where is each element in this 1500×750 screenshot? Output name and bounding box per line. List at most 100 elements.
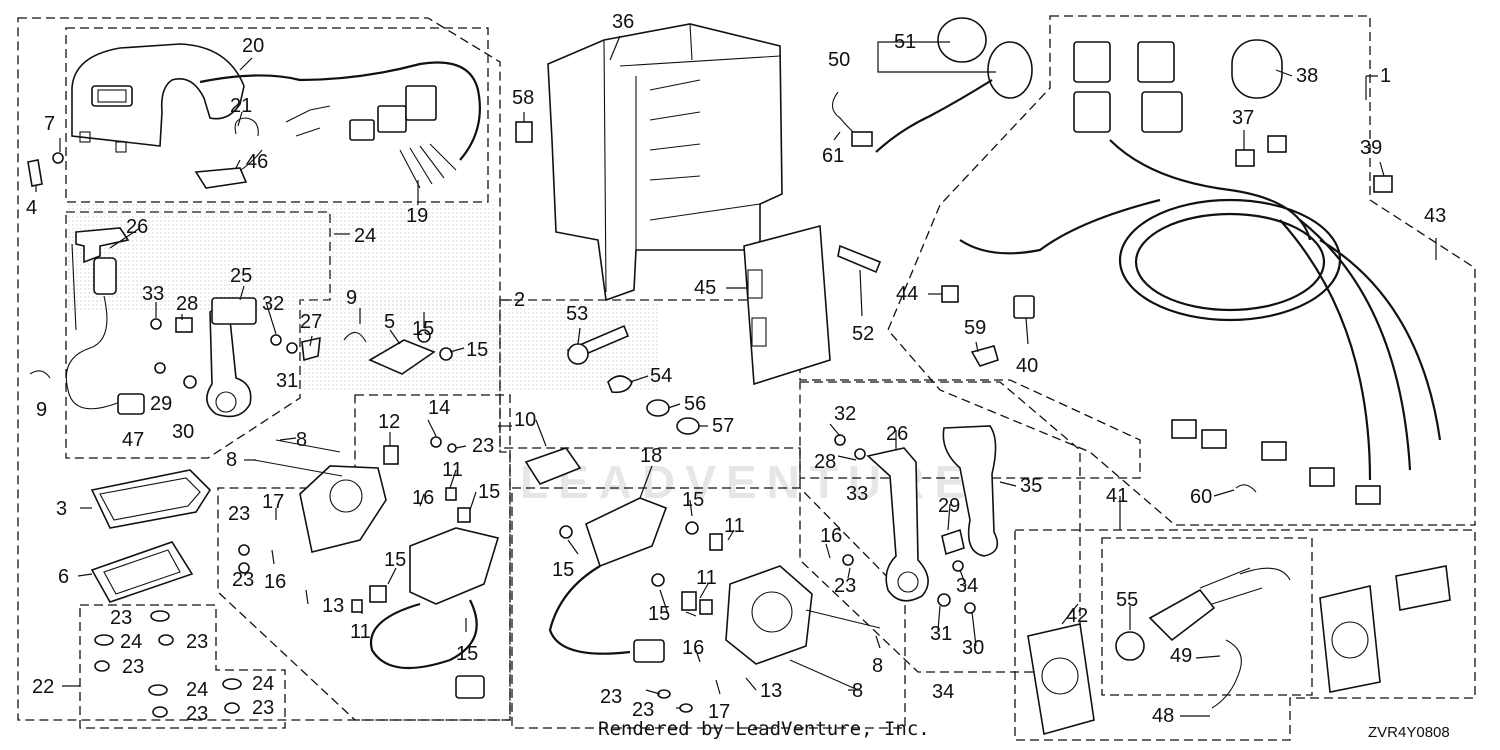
switch-18	[524, 447, 881, 691]
callout-31a: 30	[172, 421, 194, 443]
callout-41: 40	[1016, 355, 1038, 377]
shaded-areas	[66, 202, 660, 390]
callout-52: 51	[894, 31, 916, 53]
diagram-code: ZVR4Y0808	[1368, 724, 1450, 741]
callout-9b: 9	[36, 399, 47, 421]
callout-11a: 11	[442, 459, 463, 481]
callout-40: 39	[1360, 137, 1382, 159]
callout-5: 5	[384, 311, 395, 333]
callout-30b: 30	[962, 637, 984, 659]
callout-16d: 16	[682, 637, 704, 659]
plate-3	[90, 469, 212, 603]
callout-15d: 15	[384, 549, 406, 571]
callout-7: 7	[44, 113, 55, 135]
callout-24c: 24	[186, 679, 208, 701]
callout-26a: 25	[230, 265, 252, 287]
callout-48: 47	[122, 429, 144, 451]
callout-34a: 33	[142, 283, 164, 305]
callout-15f: 15	[552, 559, 574, 581]
callout-62: 61	[822, 145, 844, 167]
callout-8b: 8	[226, 449, 237, 471]
callout-17a: 17	[262, 491, 284, 513]
callout-16a: 16	[412, 487, 434, 509]
callout-14: 14	[428, 397, 450, 419]
small-hardware	[27, 152, 976, 713]
callout-50: 49	[1170, 645, 1192, 667]
callout-18: 18	[640, 445, 662, 467]
outline-main-left	[17, 17, 511, 721]
callout-24d: 24	[252, 673, 274, 695]
callout-23d: 23	[186, 631, 208, 653]
callout-28a: 27	[300, 311, 322, 333]
callout-3: 3	[56, 498, 67, 520]
callout-23i: 23	[600, 686, 622, 708]
callout-2: 2	[514, 289, 525, 311]
cover-part	[71, 43, 481, 161]
callout-11c: 11	[724, 515, 745, 537]
callout-32a: 31	[276, 370, 298, 392]
callout-23a: 23	[472, 435, 494, 457]
leader-lines	[35, 35, 1437, 717]
callout-23e: 23	[122, 656, 144, 678]
outline-42	[1014, 529, 1476, 741]
callout-54: 53	[566, 303, 588, 325]
callout-11d: 11	[696, 567, 717, 589]
callout-13b: 13	[760, 680, 782, 702]
callout-61: 60	[1190, 486, 1212, 508]
callout-29b: 29	[938, 495, 960, 517]
callout-4: 4	[26, 197, 37, 219]
callout-59: 58	[512, 87, 534, 109]
callout-23g: 23	[252, 697, 274, 719]
callout-6: 6	[58, 566, 69, 588]
callout-38: 37	[1232, 107, 1254, 129]
callout-34b: 34	[956, 575, 978, 597]
callout-23c: 23	[232, 569, 254, 591]
bracket-5	[343, 329, 453, 375]
fasteners-22	[94, 610, 242, 718]
callout-30a: 29	[150, 393, 172, 415]
callout-49: 48	[1152, 705, 1174, 727]
callout-9a: 9	[346, 287, 357, 309]
callout-31b: 31	[930, 623, 952, 645]
callout-43: 42	[1066, 605, 1088, 627]
callout-25: 24	[354, 225, 376, 247]
callout-44: 43	[1424, 205, 1446, 227]
callout-26b: 26	[886, 423, 908, 445]
callout-24a: 23	[110, 607, 132, 629]
outline-25	[65, 211, 331, 459]
callout-11b: 11	[350, 621, 371, 643]
footer-credit: Rendered by LeadVenture, Inc.	[598, 718, 930, 740]
callout-17b: 17	[708, 701, 730, 723]
control-box-37	[515, 23, 783, 302]
callout-8a: 8	[296, 429, 307, 451]
outline-22	[79, 604, 286, 729]
callout-37: 36	[612, 11, 634, 33]
callout-53: 52	[852, 323, 874, 345]
callout-23b: 23	[228, 503, 250, 525]
callout-23h: 23	[834, 575, 856, 597]
callout-28b: 28	[814, 451, 836, 473]
connectors-19	[194, 85, 457, 189]
callout-33b: 33	[846, 483, 868, 505]
callout-58: 57	[712, 415, 734, 437]
callout-45: 44	[896, 283, 918, 305]
callout-19: 19	[406, 205, 428, 227]
coil-52	[831, 17, 1033, 153]
callout-46: 45	[694, 277, 716, 299]
bolt-washers	[566, 324, 700, 435]
callout-60: 59	[964, 317, 986, 339]
callout-8c: 8	[872, 655, 883, 677]
callout-16b: 16	[264, 571, 286, 593]
outline-49	[1101, 537, 1313, 696]
callout-15b: 15	[466, 339, 488, 361]
part-25-assembly	[65, 227, 321, 418]
callout-13a: 13	[322, 595, 344, 617]
callout-27: 26	[126, 216, 148, 238]
callout-1: 1	[1380, 65, 1391, 87]
callout-24b: 24	[120, 631, 142, 653]
callout-47: 46	[246, 151, 268, 173]
callout-42: 41	[1106, 485, 1128, 507]
callout-33a: 32	[262, 293, 284, 315]
callout-8d: 8	[852, 680, 863, 702]
callout-10: 10	[514, 409, 536, 431]
